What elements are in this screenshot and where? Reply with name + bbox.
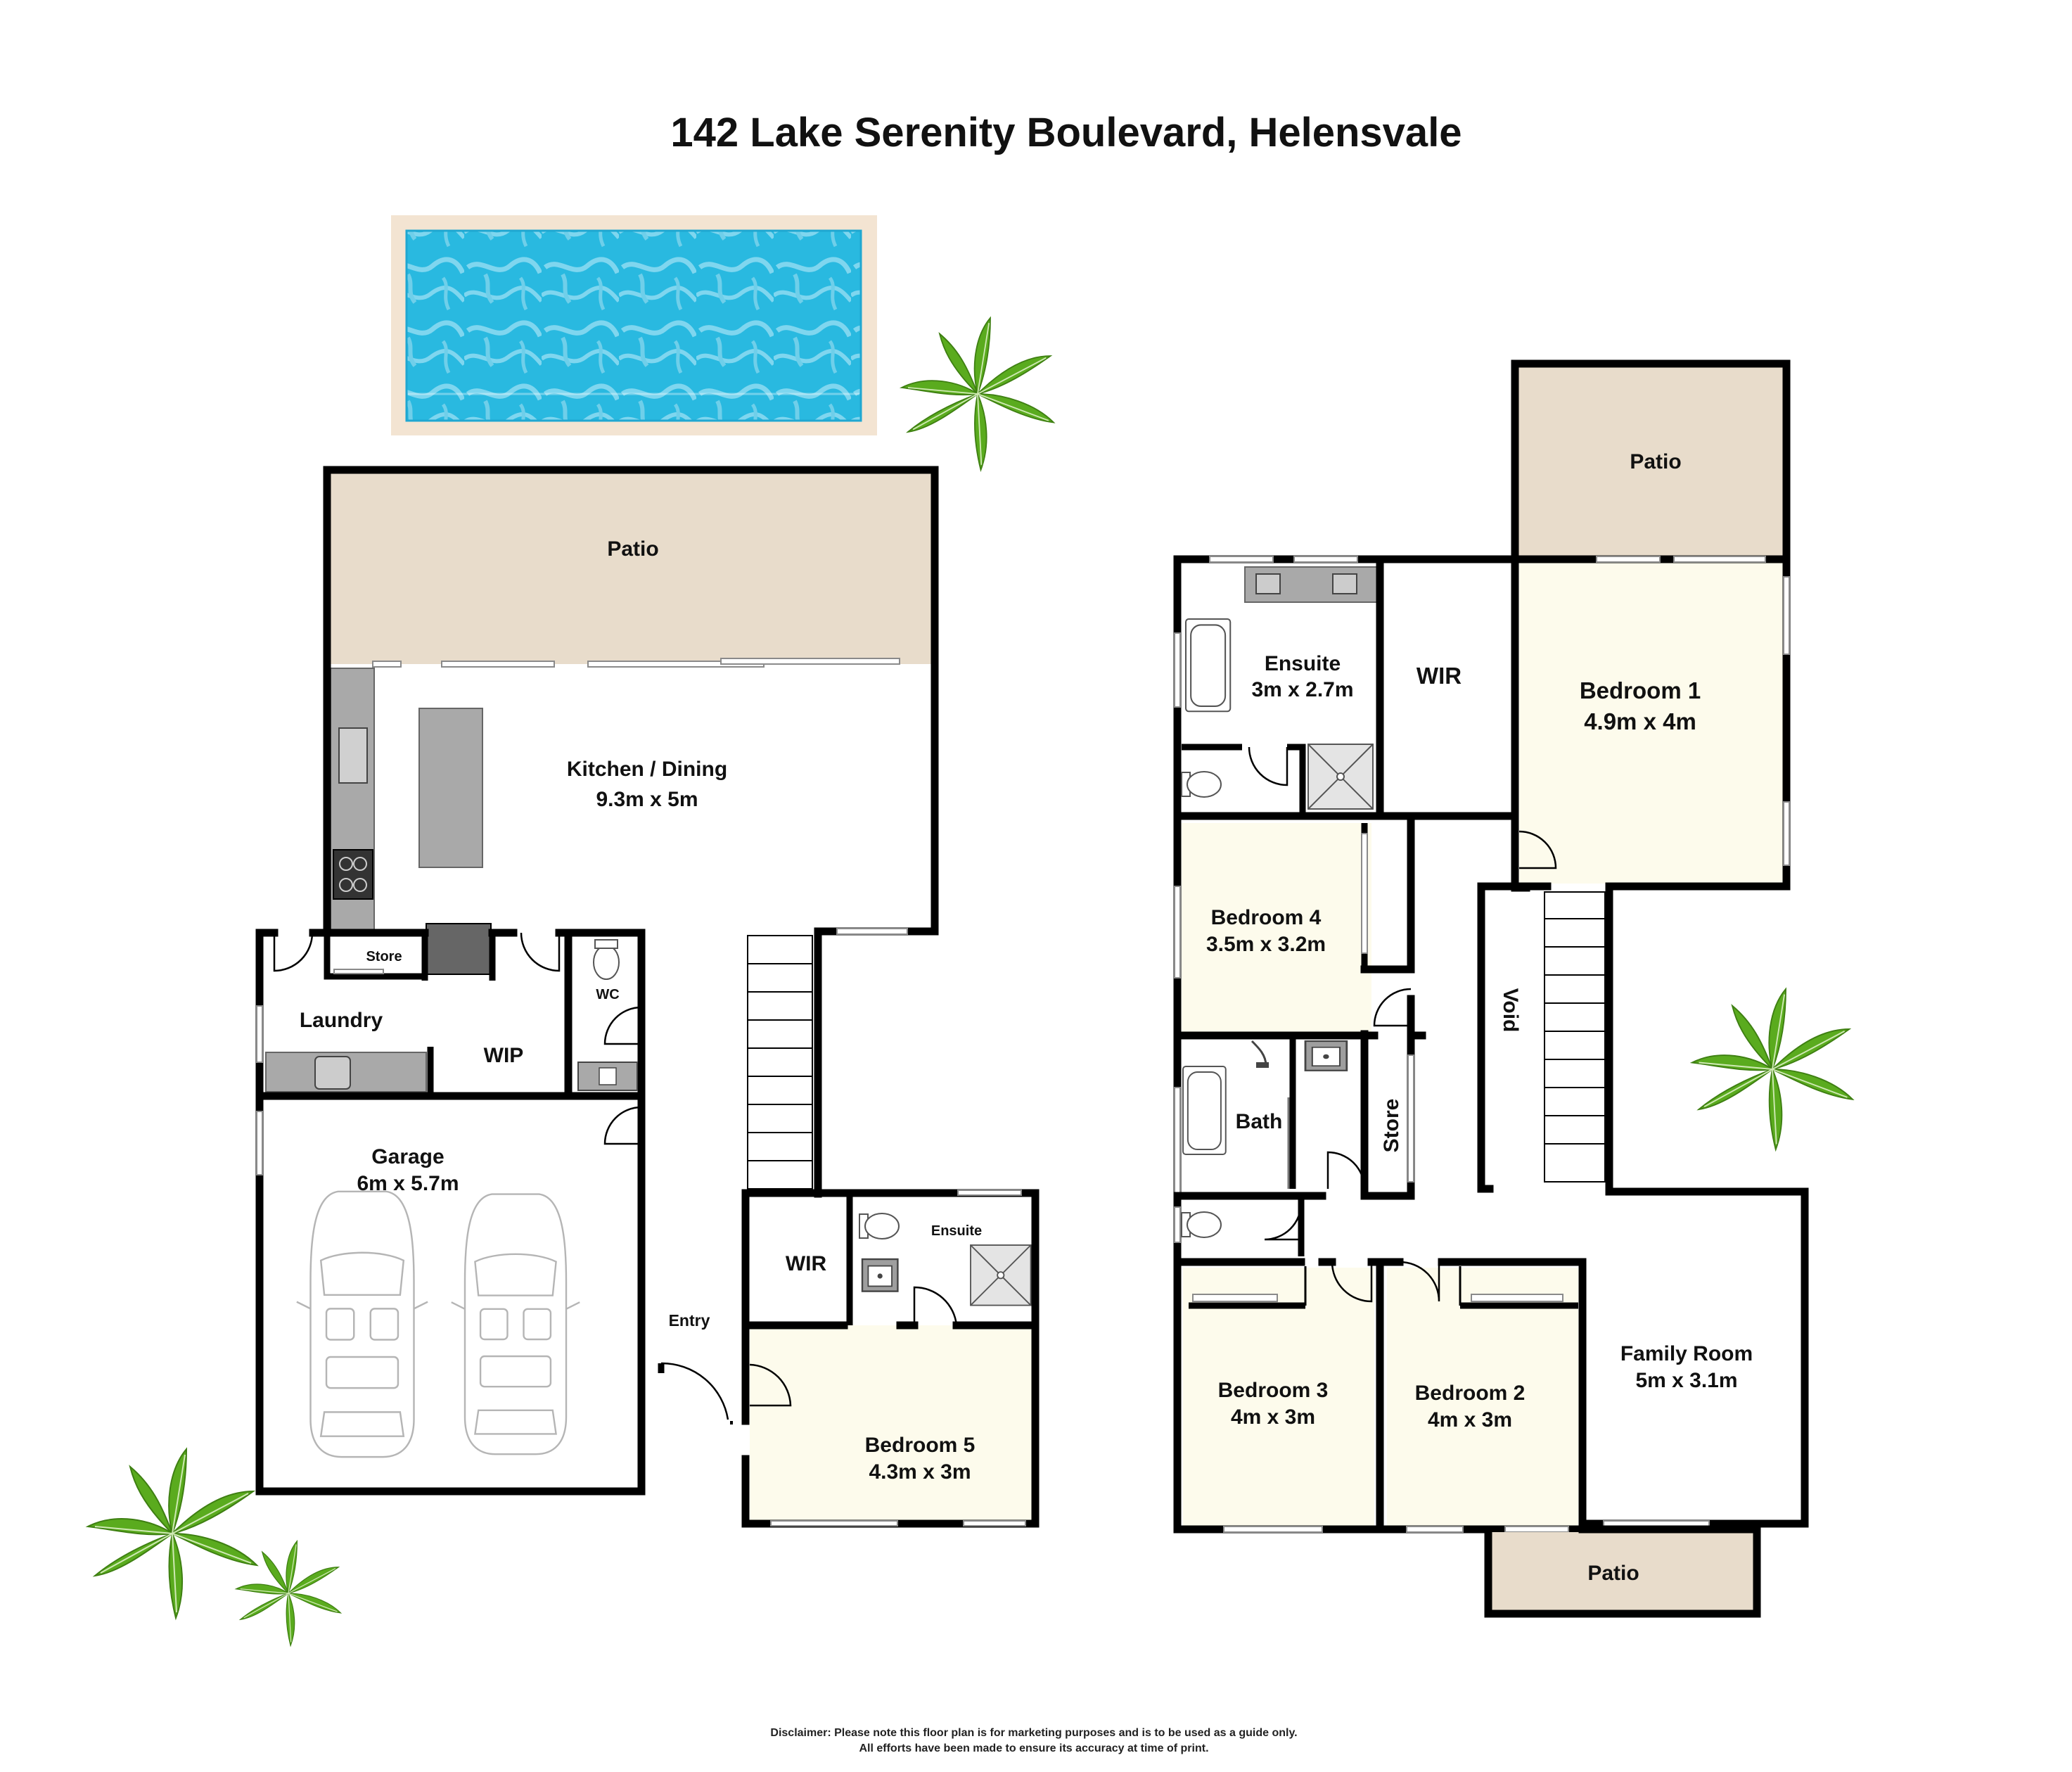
- lower-patio-label: Patio: [1587, 1562, 1639, 1585]
- entry-label: Entry: [669, 1311, 710, 1330]
- bedroom-4-size: 3.5m x 3.2m: [1206, 933, 1326, 956]
- upper-patio-label: Patio: [1630, 450, 1681, 473]
- disclaimer-line-1: Disclaimer: Please note this floor plan …: [770, 1727, 1297, 1739]
- patio-label: Patio: [607, 537, 658, 561]
- basin-icon: [1304, 1040, 1348, 1072]
- car-icon: [295, 1190, 429, 1458]
- toilet-icon: [1181, 1211, 1222, 1238]
- patio-area: [327, 470, 935, 664]
- upper-store-label: Store: [1380, 1099, 1403, 1153]
- ground-ensuite-label: Ensuite: [931, 1223, 982, 1239]
- family-room-size: 5m x 3.1m: [1635, 1369, 1737, 1392]
- toilet-icon: [859, 1213, 900, 1239]
- bathtub-icon: [1184, 618, 1232, 713]
- bedroom-5-label: Bedroom 5: [865, 1434, 976, 1457]
- bedroom-5-area: [750, 1325, 1032, 1524]
- garage-size: 6m x 5.7m: [357, 1172, 459, 1195]
- plan-title: 142 Lake Serenity Boulevard, Helensvale: [670, 110, 1462, 155]
- lower-patio-area: [1488, 1532, 1756, 1611]
- bedroom-4-label: Bedroom 4: [1211, 906, 1322, 929]
- bedroom-3-size: 4m x 3m: [1231, 1406, 1315, 1429]
- bedroom-3-label: Bedroom 3: [1218, 1379, 1329, 1402]
- shower-icon: [1307, 744, 1374, 810]
- pool: [391, 215, 877, 435]
- upper-patio-area: [1515, 366, 1785, 559]
- family-room-label: Family Room: [1620, 1342, 1753, 1365]
- staircase-ground: [747, 935, 813, 1190]
- upper-ensuite-size: 3m x 2.7m: [1251, 678, 1353, 701]
- palm-tree-icon: [87, 1448, 257, 1619]
- palm-tree-icon: [901, 317, 1054, 471]
- bedroom-4-area: [1182, 823, 1371, 1033]
- ground-floor: [255, 466, 1040, 1528]
- bathtub-icon: [1182, 1066, 1227, 1155]
- upper-wir-label: WIR: [1416, 663, 1462, 689]
- bedroom-5-size: 4.3m x 3m: [869, 1460, 971, 1484]
- bedroom-2-label: Bedroom 2: [1415, 1382, 1526, 1405]
- toilet-icon: [1181, 771, 1222, 798]
- ground-wir-label: WIR: [786, 1252, 827, 1275]
- car-icon: [450, 1193, 581, 1455]
- bedroom-2-size: 4m x 3m: [1428, 1408, 1512, 1432]
- room-labels: Patio Kitchen / Dining 9.3m x 5m Store W…: [300, 450, 1753, 1585]
- upper-floor: [1173, 359, 1809, 1618]
- wc-label: WC: [596, 987, 619, 1002]
- palm-tree-icon: [1692, 988, 1853, 1150]
- basin-icon: [861, 1258, 899, 1292]
- bath-label: Bath: [1236, 1110, 1283, 1133]
- kitchen-dining-size: 9.3m x 5m: [596, 788, 698, 811]
- bedroom-3-area: [1183, 1268, 1374, 1526]
- disclaimer-line-2: All efforts have been made to ensure its…: [859, 1742, 1208, 1754]
- shower-icon: [970, 1244, 1032, 1306]
- bedroom-1-size: 4.9m x 4m: [1584, 708, 1696, 734]
- wip-label: WIP: [484, 1044, 524, 1067]
- store-label: Store: [366, 949, 402, 964]
- kitchen-dining-label: Kitchen / Dining: [567, 758, 727, 781]
- staircase-upper: [1544, 891, 1606, 1183]
- bedroom-1-label: Bedroom 1: [1580, 677, 1701, 703]
- garage-label: Garage: [371, 1145, 444, 1168]
- void-label: Void: [1499, 988, 1522, 1033]
- upper-ensuite-label: Ensuite: [1265, 652, 1341, 675]
- laundry-label: Laundry: [300, 1009, 383, 1032]
- bedroom-1-area: [1519, 563, 1784, 884]
- palm-tree-icon: [235, 1540, 342, 1647]
- bedroom-2-area: [1387, 1268, 1578, 1526]
